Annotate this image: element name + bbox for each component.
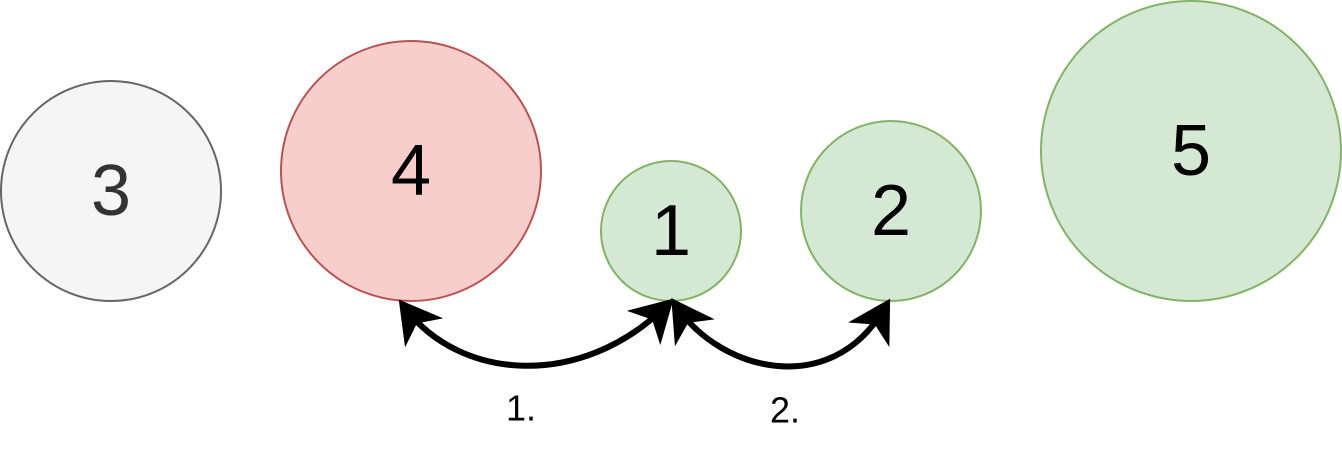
edge-1: 1. xyxy=(398,298,674,429)
node-3: 3 xyxy=(0,80,222,302)
node-4: 4 xyxy=(280,40,542,302)
edge-2-arrow xyxy=(671,298,891,370)
edge-2-label: 2. xyxy=(770,390,800,431)
node-5-label: 5 xyxy=(1171,111,1211,191)
edge-1-label: 1. xyxy=(506,388,536,429)
node-2-label: 2 xyxy=(871,171,911,251)
node-1-label: 1 xyxy=(651,191,691,271)
node-2: 2 xyxy=(800,120,982,302)
node-5-circle xyxy=(1040,0,1342,302)
node-2-circle xyxy=(800,120,982,302)
node-5: 5 xyxy=(1040,0,1342,302)
node-3-label: 3 xyxy=(91,151,131,231)
node-4-label: 4 xyxy=(391,131,431,211)
node-3-circle xyxy=(0,80,222,302)
edge-1-arrow xyxy=(398,298,674,369)
edge-2: 2. xyxy=(671,298,891,431)
node-1: 1 xyxy=(600,160,742,302)
